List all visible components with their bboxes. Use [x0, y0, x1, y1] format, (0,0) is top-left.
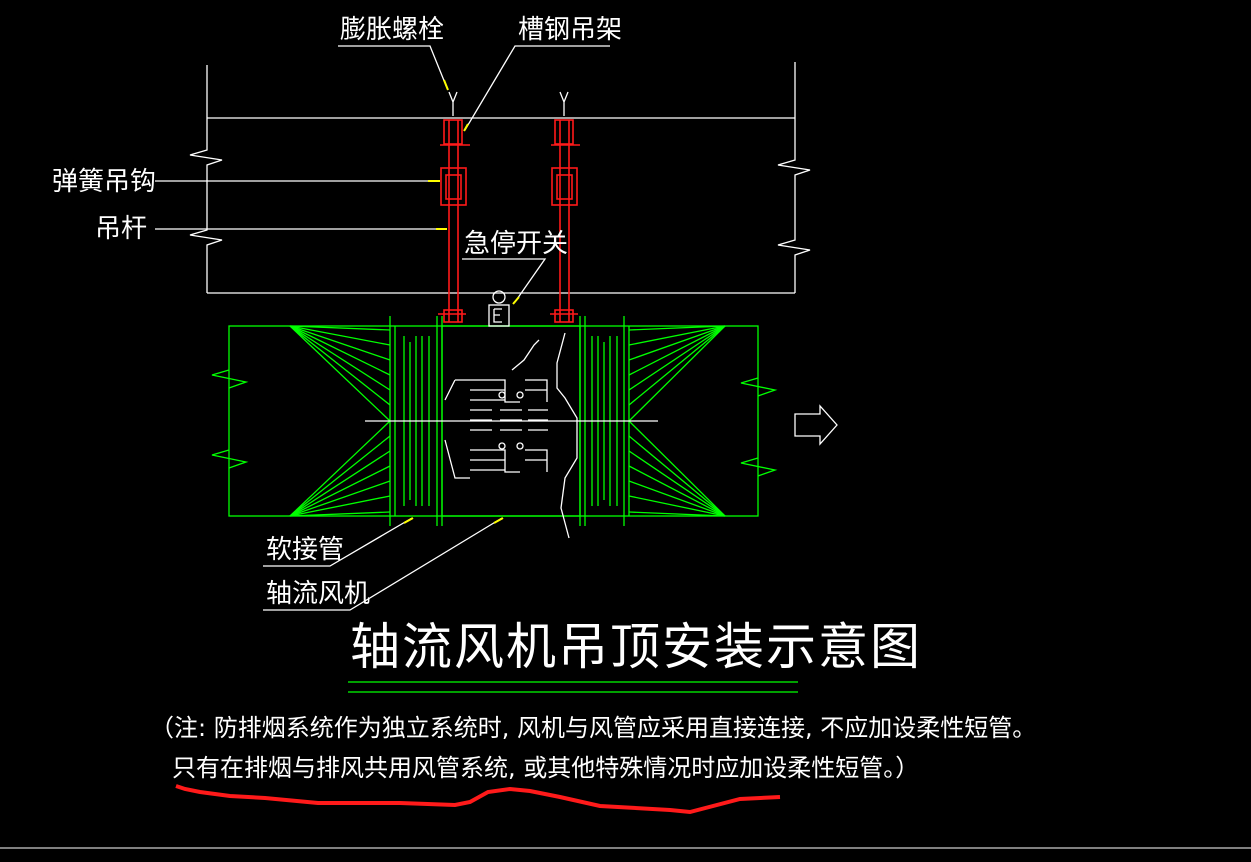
duct-support-line — [628, 435, 726, 517]
hanger-left — [438, 91, 470, 323]
duct-support-line — [289, 480, 391, 517]
duct-support-line — [289, 450, 391, 517]
duct-support-line — [289, 420, 391, 517]
duct-support-line — [628, 420, 726, 517]
duct-support-line — [628, 325, 726, 331]
duct-support-line — [628, 480, 726, 517]
duct-support-line — [628, 511, 726, 517]
red-markup-underline — [175, 784, 781, 815]
label-hanger-rod: 吊杆 — [95, 214, 147, 244]
axial-fan-body — [441, 325, 581, 539]
duct-support-line — [289, 325, 391, 391]
duct-support-line — [289, 325, 391, 361]
duct-support-line — [289, 325, 391, 406]
duct-support-line — [289, 511, 391, 517]
note-line-1: （注: 防排烟系统作为独立系统时, 风机与风管应采用直接连接, 不应加设柔性短管… — [150, 714, 1036, 742]
label-axial-fan: 轴流风机 — [266, 579, 370, 609]
label-flexible-joint: 软接管 — [266, 535, 344, 565]
label-spring-hook: 弹簧吊钩 — [52, 167, 156, 197]
label-expansion-bolt: 膨胀螺栓 — [340, 15, 444, 45]
duct-support-line — [289, 435, 391, 517]
duct-support-line — [628, 465, 726, 517]
duct-support-line — [628, 325, 726, 361]
duct-support-line — [289, 465, 391, 517]
duct-support-line — [628, 325, 726, 376]
duct-support-line — [289, 495, 391, 517]
duct-support-line — [289, 325, 391, 346]
ceiling-slab — [189, 62, 811, 294]
duct-support-line — [628, 450, 726, 517]
note-line-2: 只有在排烟与排风共用风管系统, 或其他特殊情况时应加设柔性短管。） — [172, 754, 919, 782]
emergency-stop-switch — [488, 290, 510, 327]
duct-support-line — [289, 325, 391, 376]
label-channel-hanger: 槽钢吊架 — [518, 15, 622, 45]
duct-support-line — [628, 495, 726, 517]
duct-support-line — [628, 325, 726, 422]
flow-direction-arrow-icon — [794, 404, 838, 446]
duct-support-line — [628, 325, 726, 406]
duct-support-line — [628, 325, 726, 346]
duct-support-line — [289, 325, 391, 422]
leader-lines — [155, 45, 610, 611]
label-emergency-stop: 急停开关 — [464, 229, 568, 259]
hanger-right — [550, 91, 580, 323]
drawing-title: 轴流风机吊顶安装示意图 — [350, 618, 922, 676]
duct-support-line — [289, 325, 391, 331]
duct-support-line — [628, 325, 726, 391]
